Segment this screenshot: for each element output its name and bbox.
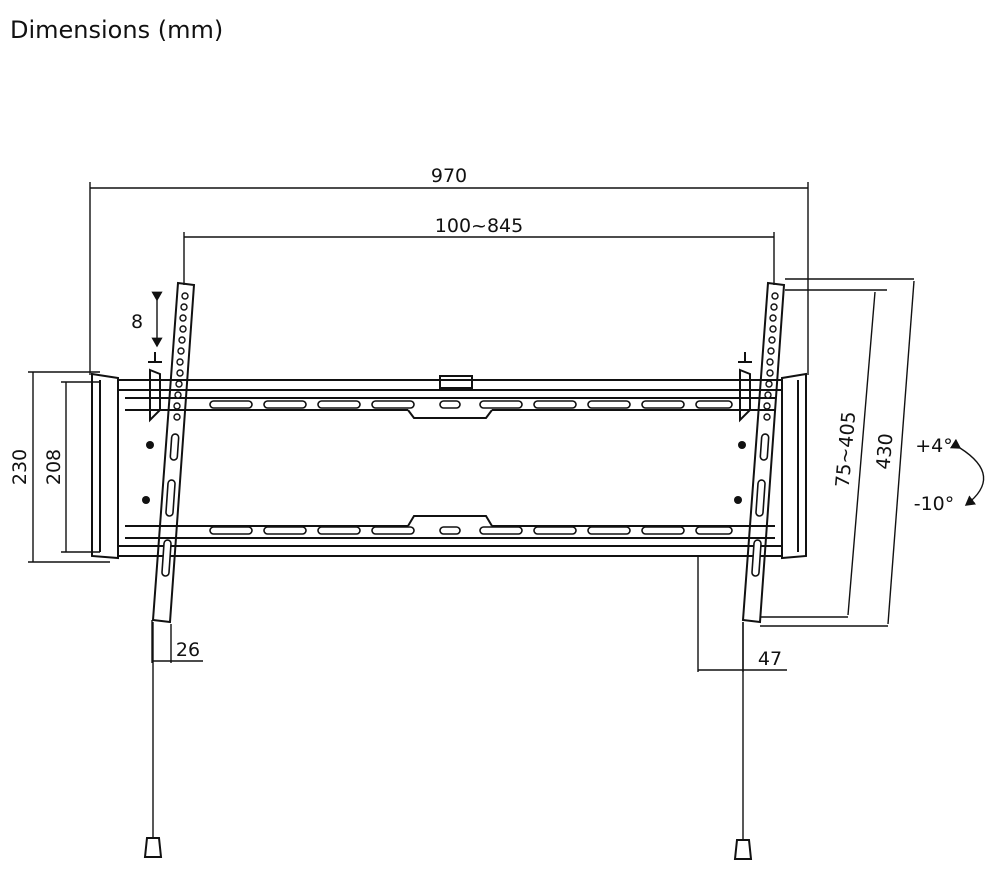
wall-rail	[91, 372, 807, 560]
label-tilt-up: +4°	[915, 435, 953, 457]
label-hole-pitch: 8	[131, 311, 143, 333]
label-arm-length: 430	[872, 432, 897, 470]
left-vesa-arm: 26	[142, 281, 203, 858]
label-rail-height-inner: 208	[43, 449, 65, 485]
dim-vesa-vertical: 75~405	[760, 289, 887, 618]
label-vesa-horizontal: 100~845	[435, 215, 523, 237]
label-tilt-down: -10°	[914, 493, 955, 515]
label-depth-max: 47	[758, 648, 782, 670]
label-vesa-vertical: 75~405	[832, 410, 861, 488]
dim-arm-length: 430	[760, 278, 915, 627]
page-title: Dimensions (mm)	[10, 16, 224, 44]
label-overall-width: 970	[431, 165, 467, 187]
right-vesa-arm: 47	[697, 281, 787, 860]
label-depth-min: 26	[176, 639, 200, 661]
tilt-range: +4° -10°	[914, 435, 985, 515]
dim-vesa-horizontal: 100~845	[183, 215, 775, 285]
label-rail-height-outer: 230	[9, 449, 31, 485]
dim-hole-pitch: 8	[131, 291, 163, 348]
dim-rail-height: 230 208	[9, 371, 110, 563]
dim-overall-width: 970	[89, 165, 809, 375]
